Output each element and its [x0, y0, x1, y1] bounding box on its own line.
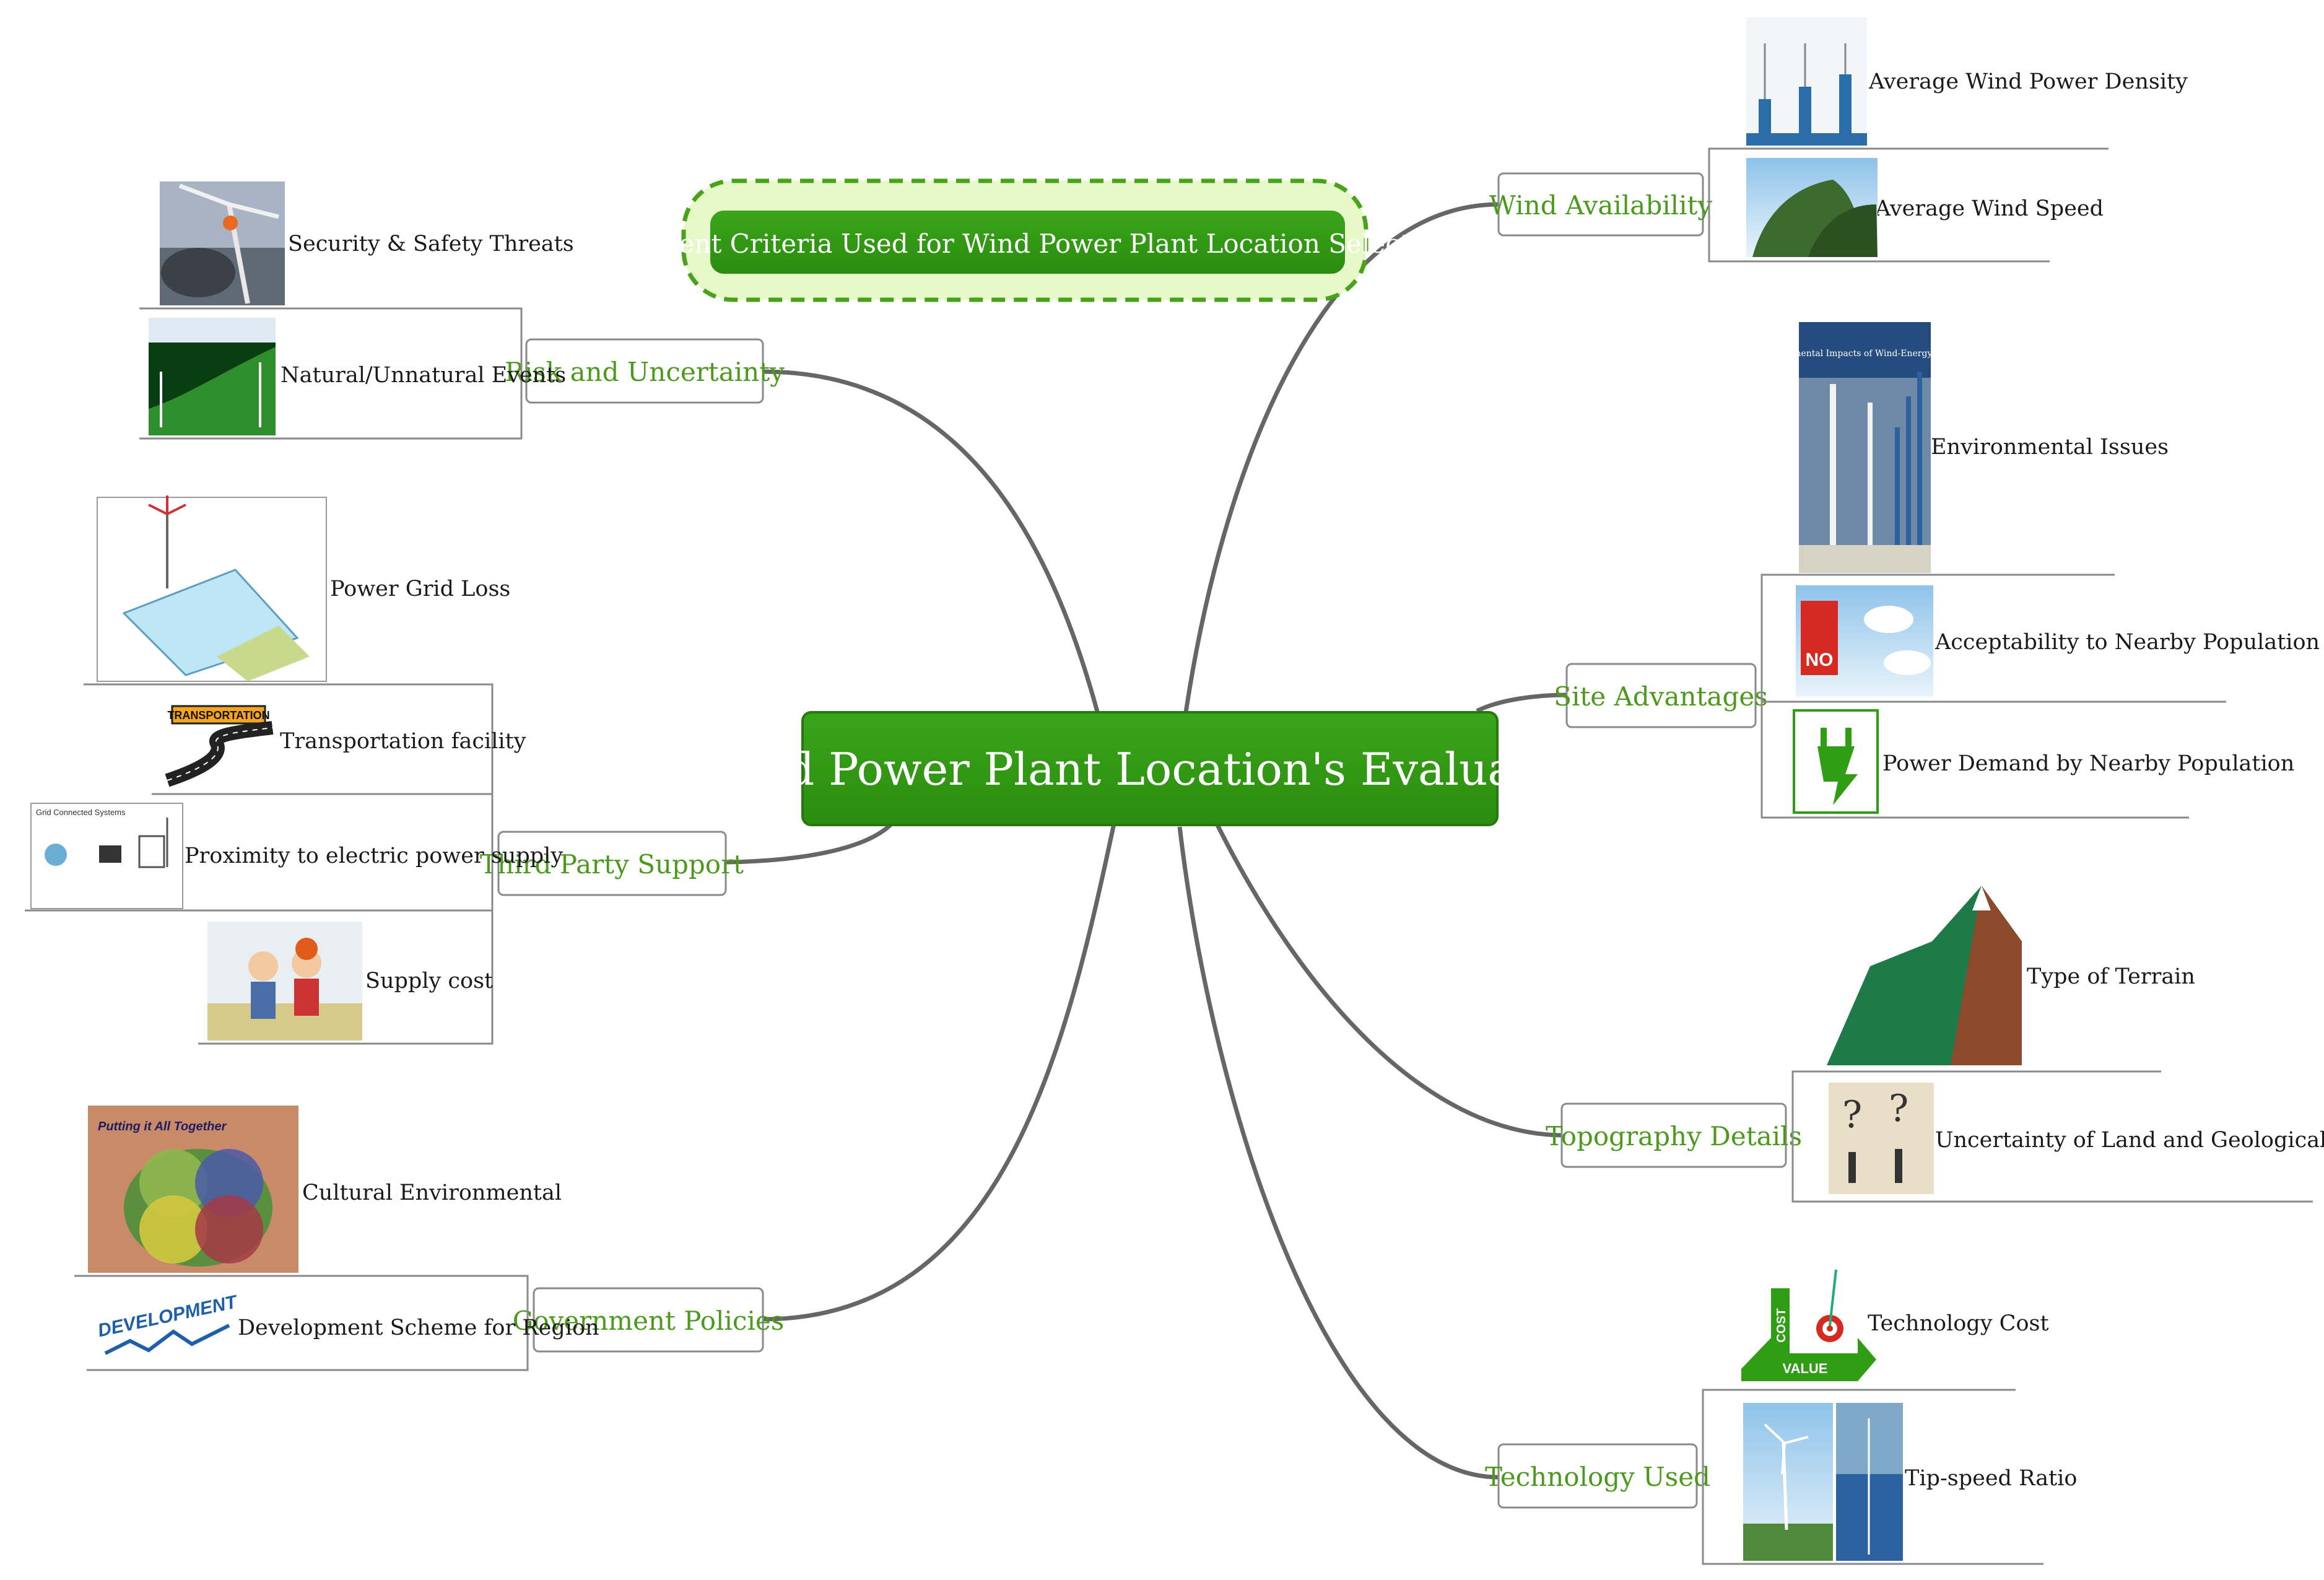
item-tech-cost: Technology Cost — [1868, 1311, 2049, 1336]
transportation-sign-text: TRANSPORTATION — [167, 709, 269, 722]
category-topo-label: Topography Details — [1546, 1121, 1802, 1151]
connectors — [725, 202, 1567, 1480]
category-topo[interactable]: Topography Details — [1546, 1102, 1802, 1168]
value-arrow-text: VALUE — [1783, 1361, 1828, 1376]
item-tip-speed: Tip-speed Ratio — [1905, 1466, 2077, 1491]
category-tech-label: Technology Used — [1485, 1462, 1710, 1492]
venn-title: Putting it All Together — [98, 1120, 227, 1133]
development-image: DEVELOPMENT — [96, 1288, 240, 1361]
category-risk-label: Risk and Uncertainty — [505, 357, 785, 387]
item-power-grid-loss: Power Grid Loss — [330, 577, 510, 601]
item-development-scheme: Development Scheme for Region — [238, 1316, 599, 1340]
connector-tech — [1177, 826, 1499, 1480]
transportation-image: TRANSPORTATION — [165, 705, 274, 787]
connector-wind — [1183, 202, 1499, 713]
category-risk[interactable]: Risk and Uncertainty — [505, 338, 785, 404]
cultural-venn-image: Putting it All Together — [88, 1106, 298, 1273]
env-issues-image: Environmental Impacts of Wind-Energy Pro… — [1758, 322, 1971, 573]
no-sign-text: NO — [1806, 650, 1834, 670]
item-security-safety: Security & Safety Threats — [288, 232, 574, 256]
connector-site — [1476, 692, 1567, 714]
connector-gov — [762, 820, 1117, 1322]
power-grid-image — [97, 495, 327, 682]
tip-speed-image — [1743, 1403, 1903, 1561]
connector-risk — [762, 369, 1102, 719]
env-book-title: Environmental Impacts of Wind-Energy Pro… — [1758, 349, 1970, 359]
grid-diagram-title: Grid Connected Systems — [36, 808, 126, 817]
item-frames — [25, 147, 2313, 1565]
central-title: Wind Power Plant Location's Evaluation — [698, 743, 1602, 795]
grid-connected-image: Grid Connected Systems — [30, 803, 183, 909]
item-terrain: Type of Terrain — [2027, 964, 2195, 989]
item-wind-power-density: Average Wind Power Density — [1868, 69, 2188, 94]
security-threat-image — [160, 181, 285, 305]
central-node[interactable]: Wind Power Plant Location's Evaluation — [698, 711, 1602, 826]
subtitle-text: Different Criteria Used for Wind Power P… — [604, 229, 1451, 259]
svg-text:?: ? — [1889, 1087, 1908, 1130]
category-site[interactable]: Site Advantages — [1554, 663, 1768, 728]
item-land-uncertainty: Uncertainty of Land and Geological Suita… — [1935, 1128, 2324, 1153]
wind-speed-image — [1746, 158, 1878, 257]
natural-events-image — [149, 318, 276, 435]
land-uncertainty-image: ? ? — [1829, 1083, 1934, 1194]
category-wind[interactable]: Wind Availability — [1489, 172, 1713, 237]
subtitle-cloud: Different Criteria Used for Wind Power P… — [604, 178, 1451, 302]
wind-density-image — [1746, 17, 1867, 146]
supply-cost-image — [207, 922, 362, 1041]
item-proximity-supply: Proximity to electric power supply — [185, 844, 563, 868]
item-power-demand: Power Demand by Nearby Population — [1882, 751, 2294, 776]
category-site-label: Site Advantages — [1554, 681, 1768, 712]
svg-text:?: ? — [1842, 1093, 1862, 1137]
category-wind-label: Wind Availability — [1489, 190, 1713, 220]
item-wind-speed: Average Wind Speed — [1874, 196, 2104, 221]
item-cultural-env: Cultural Environmental — [302, 1181, 562, 1205]
item-supply-cost: Supply cost — [365, 969, 493, 993]
tech-cost-image: VALUE COST — [1741, 1269, 1876, 1381]
category-gov-label: Government Policies — [513, 1306, 785, 1336]
item-acceptability: Acceptability to Nearby Population — [1934, 630, 2320, 655]
item-labels: Security & Safety Threats Natural/Unnatu… — [185, 69, 2324, 1491]
connector-third — [725, 822, 894, 865]
connector-topo — [1214, 823, 1562, 1138]
cost-arrow-text: COST — [1775, 1308, 1788, 1343]
item-transportation: Transportation facility — [280, 729, 526, 754]
category-gov[interactable]: Government Policies — [513, 1287, 785, 1353]
category-third-label: Third Party Support — [480, 849, 744, 879]
item-natural-events: Natural/Unnatural Events — [281, 363, 566, 388]
item-env-issues: Environmental Issues — [1931, 435, 2169, 460]
category-tech[interactable]: Technology Used — [1485, 1443, 1710, 1509]
acceptability-image: NO — [1796, 585, 1933, 697]
terrain-image — [1821, 879, 2025, 1068]
category-third[interactable]: Third Party Support — [480, 831, 744, 896]
power-demand-image — [1793, 709, 1879, 814]
